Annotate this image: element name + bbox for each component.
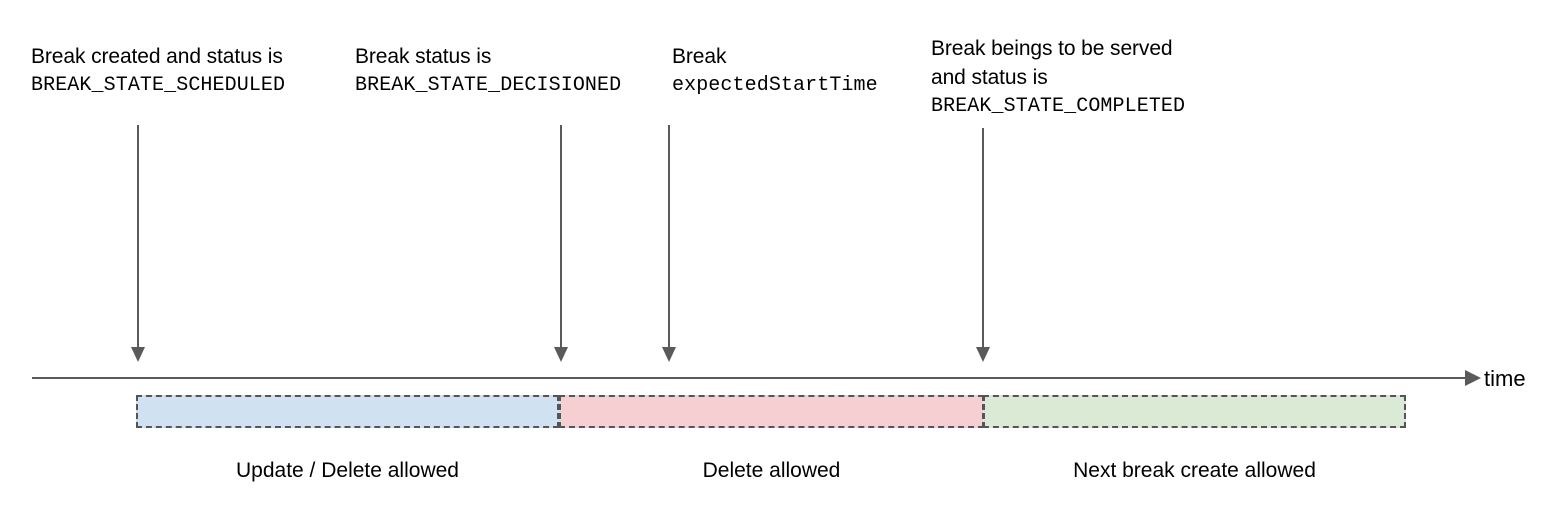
phase-bar-delete-only <box>559 395 984 428</box>
phase-bar-next-create <box>983 395 1406 428</box>
annotation-scheduled-line-1: Break created and status is <box>31 45 283 68</box>
pointer-arrow-expected-start-time <box>661 125 677 362</box>
annotation-scheduled: Break created and status is BREAK_STATE_… <box>31 42 285 100</box>
pointer-arrow-head <box>554 347 568 362</box>
annotation-expected-start-time: Break expectedStartTime <box>672 42 878 100</box>
pointer-arrow-decisioned <box>553 125 569 362</box>
pointer-arrow-head <box>131 347 145 362</box>
pointer-arrow-completed <box>975 128 991 362</box>
annotation-completed: Break beings to be served and status is … <box>931 34 1185 121</box>
annotation-completed-line-1: Break beings to be served <box>931 37 1173 60</box>
annotation-decisioned: Break status is BREAK_STATE_DECISIONED <box>355 42 621 100</box>
pointer-arrow-head <box>976 347 990 362</box>
pointer-arrow-shaft <box>560 125 562 347</box>
pointer-arrow-head <box>662 347 676 362</box>
annotation-decisioned-line-2: BREAK_STATE_DECISIONED <box>355 74 622 97</box>
annotation-completed-line-3: BREAK_STATE_COMPLETED <box>931 95 1186 118</box>
caption-next-create: Next break create allowed <box>1073 459 1316 482</box>
annotation-completed-line-2: and status is <box>931 66 1048 89</box>
pointer-arrow-shaft <box>982 128 984 347</box>
annotation-expected-start-time-line-1: Break <box>672 45 727 68</box>
time-axis-arrow-head <box>1465 370 1481 386</box>
pointer-arrow-shaft <box>668 125 670 347</box>
caption-update-delete: Update / Delete allowed <box>236 459 459 482</box>
caption-delete-only: Delete allowed <box>702 459 841 482</box>
time-axis-line <box>32 377 1465 379</box>
phase-bar-update-delete <box>136 395 559 428</box>
pointer-arrow-shaft <box>137 125 139 347</box>
time-axis-label: time <box>1484 366 1526 391</box>
annotation-expected-start-time-line-2: expectedStartTime <box>672 74 878 97</box>
annotation-decisioned-line-1: Break status is <box>355 45 492 68</box>
pointer-arrow-scheduled <box>130 125 146 362</box>
annotation-scheduled-line-2: BREAK_STATE_SCHEDULED <box>31 74 286 97</box>
